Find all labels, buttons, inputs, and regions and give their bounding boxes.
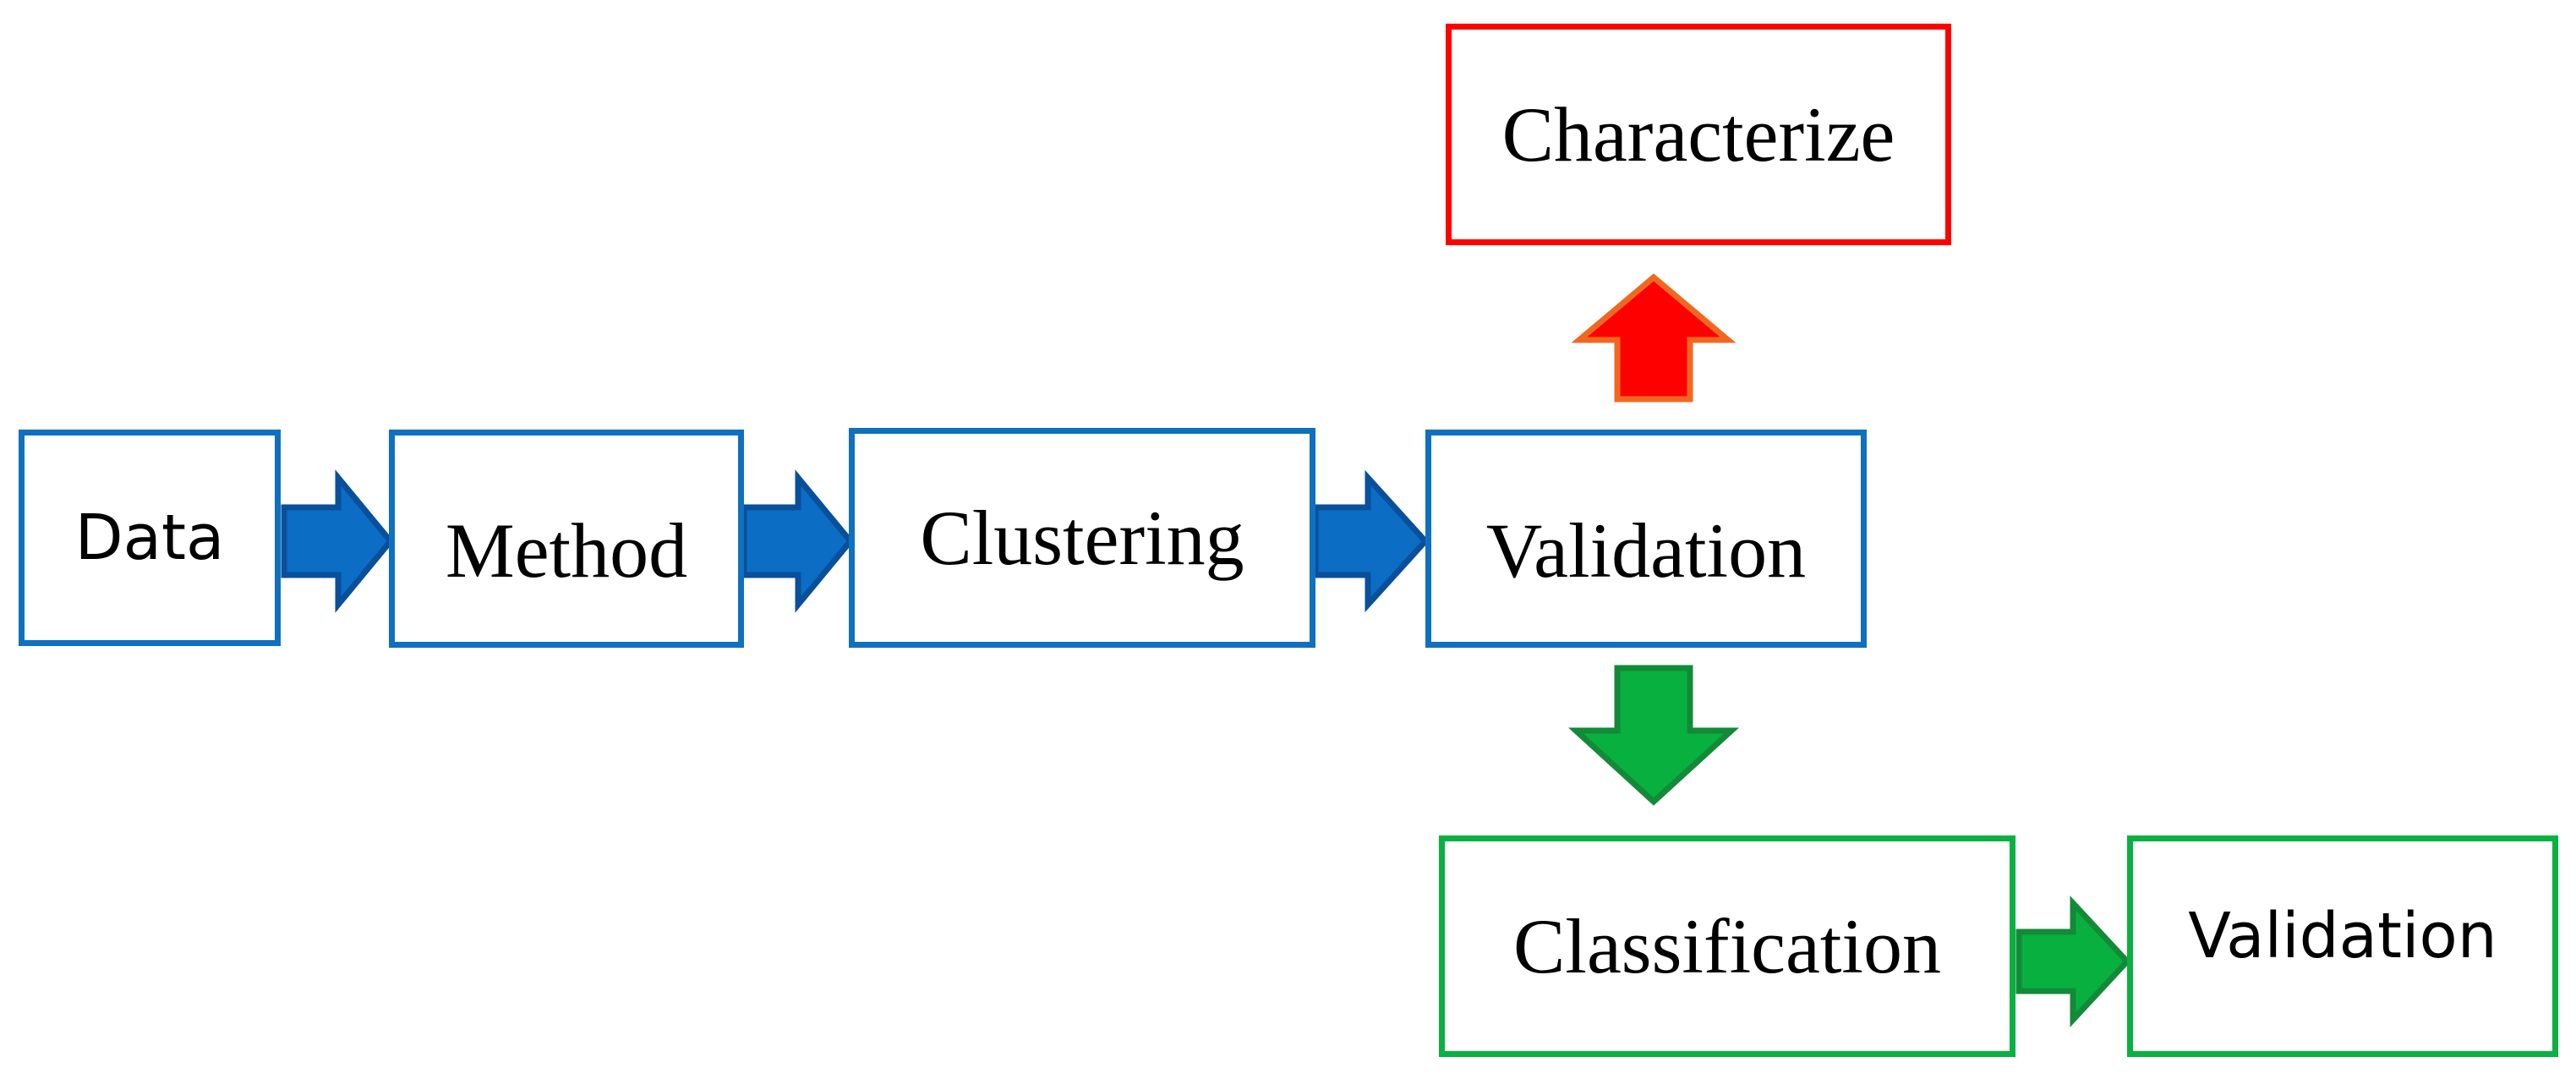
node-clustering: Clustering (849, 428, 1315, 648)
node-validation-main: Validation (1425, 430, 1867, 648)
arrow-data-to-method-icon (281, 469, 395, 613)
node-classification: Classification (1439, 835, 2015, 1057)
arrow-clustering-to-validation-icon (1312, 469, 1430, 613)
arrow-validation-to-classification-icon (1567, 665, 1740, 806)
node-validation-final: Validation (2127, 835, 2558, 1057)
node-data: Data (19, 430, 281, 646)
node-method: Method (389, 430, 744, 648)
arrow-classification-to-validation-icon (2015, 896, 2131, 1027)
node-characterize: Characterize (1446, 24, 1951, 245)
arrow-method-to-clustering-icon (741, 469, 855, 613)
arrow-validation-to-characterize-icon (1571, 273, 1736, 403)
